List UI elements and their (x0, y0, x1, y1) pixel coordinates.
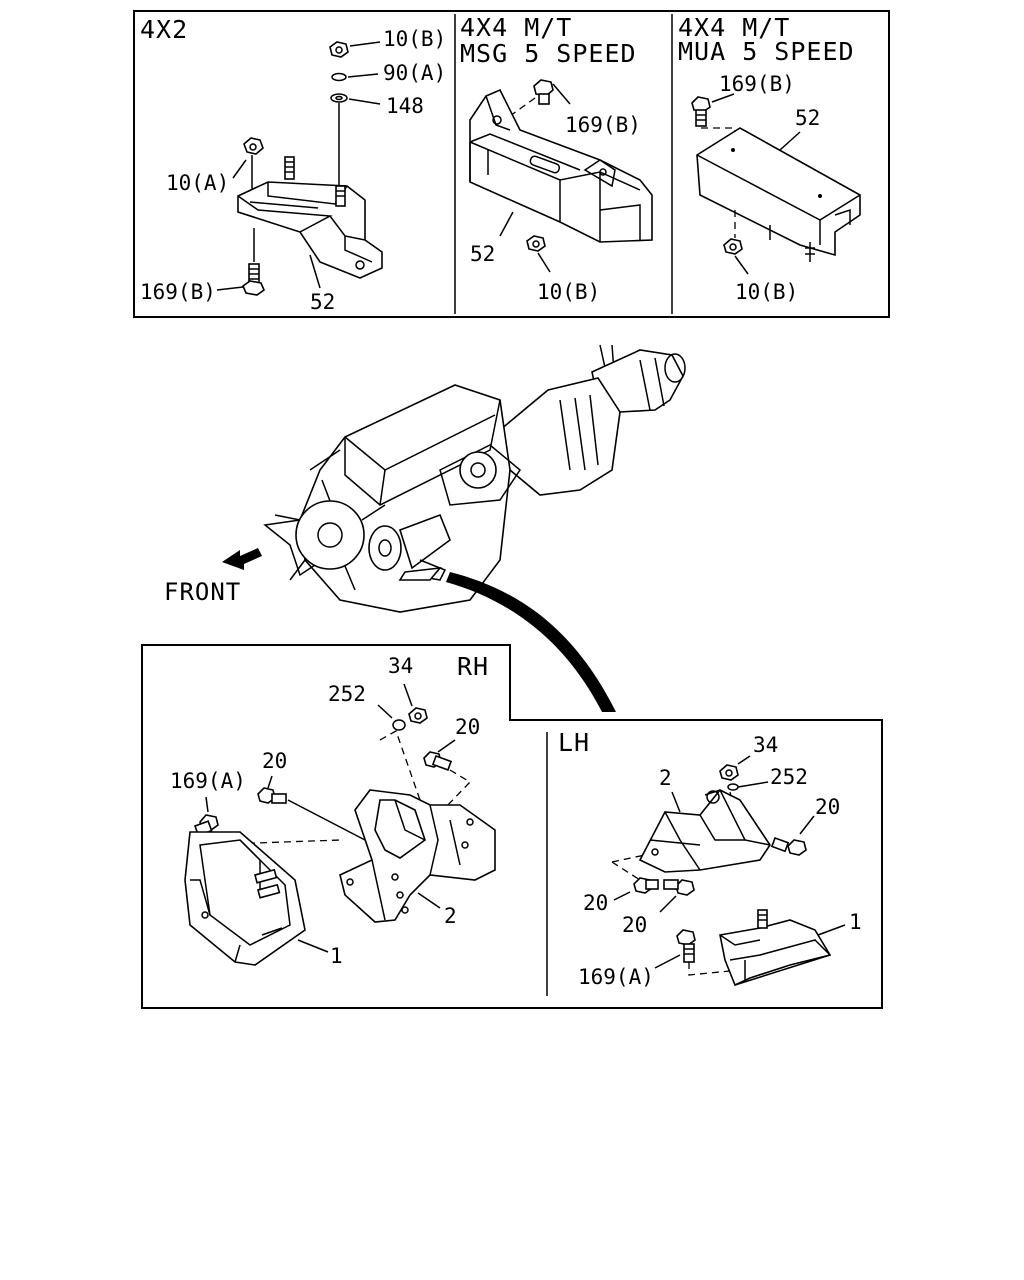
panel-lh-header: LH (558, 728, 590, 757)
bolt-169b-mua-part (691, 96, 711, 127)
detail-pointer-arrow (446, 572, 616, 712)
front-direction-indicator: FRONT (164, 548, 262, 606)
bolt-169b-msg-part (533, 79, 554, 105)
washer-148-part (330, 93, 348, 103)
panel-mua-header-line1: 4X4 M/T (678, 13, 790, 42)
fan-part (274, 479, 386, 591)
label-lh-252: 252 (770, 765, 808, 789)
bolt-20-lh-b-part (633, 877, 659, 894)
stud-part (284, 156, 346, 207)
panel-lh: LH 34 252 2 20 (558, 728, 862, 989)
panel-mua-header-line2: MUA 5 SPEED (678, 37, 855, 66)
label-msg-10b: 10(B) (537, 280, 600, 304)
bolt-169b-part (242, 263, 265, 296)
label-4x2-52: 52 (310, 290, 335, 314)
label-4x2-90a: 90(A) (383, 61, 446, 85)
bolt-20-lh-c-part (663, 879, 695, 896)
label-mua-169b: 169(B) (719, 72, 795, 96)
bracket-52-msg-part (469, 88, 653, 243)
top-box (133, 10, 890, 318)
nut-34-rh-part (408, 707, 428, 724)
label-lh-20-a: 20 (815, 795, 840, 819)
bracket-2-rh-part (339, 789, 496, 923)
panel-rh-header: RH (457, 652, 489, 681)
engine-transmission-illustration (263, 344, 686, 613)
bracket-2-lh-part (638, 788, 771, 873)
label-rh-169a: 169(A) (170, 769, 246, 793)
panel-mua: 4X4 M/T MUA 5 SPEED 169(B) 52 (678, 13, 861, 304)
panel-msg: 4X4 M/T MSG 5 SPEED 169(B) 52 (460, 13, 653, 304)
panel-4x2-header: 4X2 (140, 15, 188, 44)
washer-90a-part (331, 72, 347, 82)
panel-rh: RH 34 252 20 20 (170, 652, 496, 968)
label-rh-20-b: 20 (262, 749, 287, 773)
top-box-border (133, 10, 890, 318)
bolt-169a-lh-part (676, 929, 696, 963)
label-lh-34: 34 (753, 733, 778, 757)
label-4x2-10a: 10(A) (166, 171, 229, 195)
bolt-20-rh-b-part (257, 787, 287, 804)
label-lh-1: 1 (849, 910, 862, 934)
bolt-20-lh-a-part (770, 836, 807, 856)
nut-10b-mua-part (723, 238, 743, 255)
nut-10b-msg-part (526, 235, 546, 252)
bolt-20-rh-a-part (423, 751, 453, 771)
mount-1-lh-part (719, 909, 832, 987)
label-4x2-169b: 169(B) (140, 280, 216, 304)
mount-1-rh-part (184, 831, 306, 966)
label-rh-34: 34 (388, 654, 413, 678)
panel-4x2: 4X2 10(B) 90(A) 148 10(A) (140, 15, 446, 314)
label-msg-52: 52 (470, 242, 495, 266)
bracket-52-part (237, 181, 383, 279)
label-rh-2: 2 (444, 904, 457, 928)
front-arrow-icon (222, 548, 262, 570)
detail-box-border (141, 644, 883, 1009)
label-msg-169b: 169(B) (565, 113, 641, 137)
nut-10b-part (329, 41, 349, 58)
nut-34-lh-part (719, 764, 739, 781)
label-mua-52: 52 (795, 106, 820, 130)
label-lh-169a: 169(A) (578, 965, 654, 989)
washer-252-lh-part (727, 783, 739, 791)
label-4x2-148: 148 (386, 94, 424, 118)
front-label: FRONT (164, 578, 241, 606)
panel-msg-header-line1: 4X4 M/T (460, 13, 572, 42)
label-rh-20-a: 20 (455, 715, 480, 739)
label-rh-1: 1 (330, 944, 343, 968)
bracket-52-mua-part (696, 127, 861, 262)
label-lh-20-c: 20 (622, 913, 647, 937)
label-rh-252: 252 (328, 682, 366, 706)
label-lh-2: 2 (659, 766, 672, 790)
panel-msg-header-line2: MSG 5 SPEED (460, 39, 637, 68)
label-lh-20-b: 20 (583, 891, 608, 915)
nut-10a-part (243, 137, 264, 155)
washer-252-rh-part (392, 719, 406, 731)
label-4x2-10b: 10(B) (383, 27, 446, 51)
label-mua-10b: 10(B) (735, 280, 798, 304)
